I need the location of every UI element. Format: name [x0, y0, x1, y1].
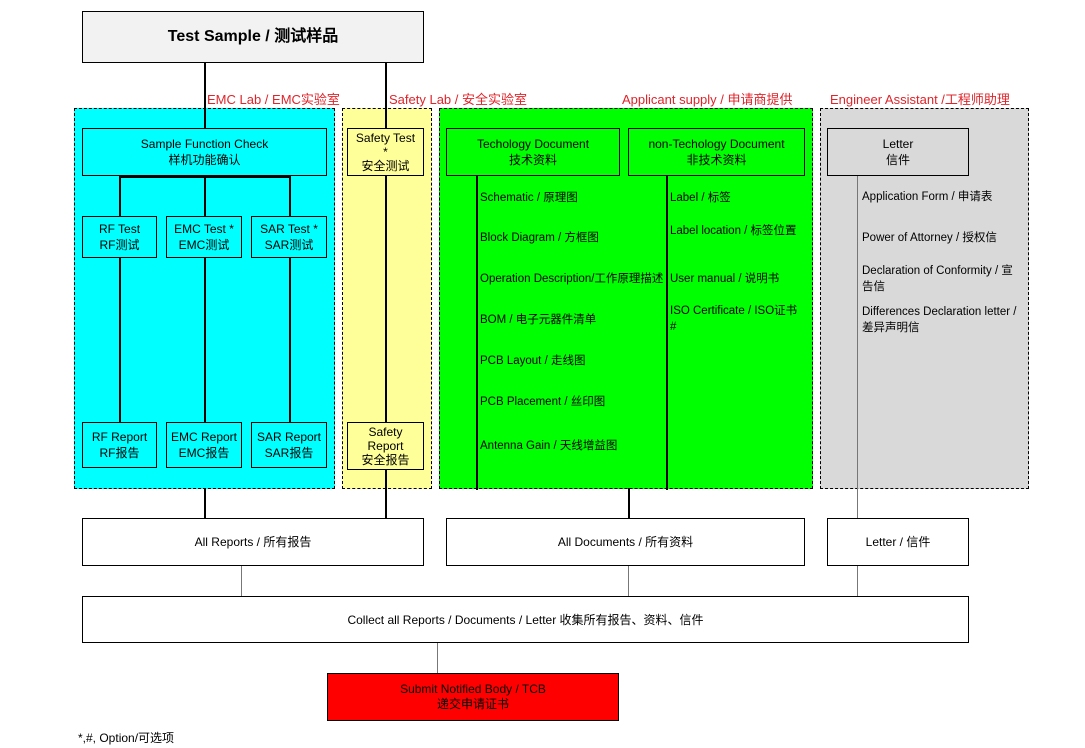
connector-line [628, 488, 630, 518]
tech-doc-item: Antenna Gain / 天线增益图 [480, 440, 618, 452]
box-label-cn: RF测试 [99, 238, 140, 252]
connector-line [204, 488, 206, 518]
engineer-assistant-title: Engineer Assistant /工程师助理 [830, 92, 1010, 107]
connector-line [666, 176, 668, 490]
connector-line [385, 468, 387, 518]
rf-test-box: RF Test RF测试 [82, 216, 157, 258]
letter-collect-box: Letter / 信件 [827, 518, 969, 566]
box-label-mark: * [383, 145, 388, 159]
connector-line [628, 566, 629, 596]
engineer-item: Differences Declaration letter / 差异声明信 [862, 306, 1017, 334]
box-label-cn: 信件 [885, 153, 910, 167]
box-label-cn: 安全测试 [361, 159, 410, 173]
all-documents-box: All Documents / 所有资料 [446, 518, 805, 566]
box-label: SAR Report [256, 430, 322, 444]
connector-line [385, 62, 387, 128]
box-label: EMC Test * [174, 222, 234, 236]
box-label-cn: EMC测试 [178, 238, 230, 252]
box-label: Report [367, 439, 404, 453]
box-label: Letter / 信件 [865, 535, 931, 549]
applicant-supply-title: Applicant supply / 申请商提供 [622, 92, 793, 107]
box-label: Safety Test [355, 131, 416, 145]
box-label: All Reports / 所有报告 [194, 535, 312, 549]
box-label-cn: 安全报告 [361, 453, 410, 467]
collect-all-box: Collect all Reports / Documents / Letter… [82, 596, 969, 643]
non-techology-document-box: non-Techology Document 非技术资料 [628, 128, 805, 176]
letter-box: Letter 信件 [827, 128, 969, 176]
tech-doc-item: Block Diagram / 方框图 [480, 232, 599, 244]
tech-doc-item: Schematic / 原理图 [480, 192, 578, 204]
connector-line [857, 176, 858, 518]
connector-line [857, 566, 858, 596]
sar-report-box: SAR Report SAR报告 [251, 422, 327, 468]
nontech-doc-item: Label location / 标签位置 [670, 225, 797, 237]
connector-line [119, 176, 121, 216]
engineer-item: Power of Attorney / 授权信 [862, 232, 997, 244]
connector-line [204, 258, 206, 422]
test-sample-box: Test Sample / 测试样品 [82, 11, 424, 63]
tech-doc-item: PCB Layout / 走线图 [480, 355, 586, 367]
sample-function-check-box: Sample Function Check 样机功能确认 [82, 128, 327, 176]
safety-lab-title: Safety Lab / 安全实验室 [389, 92, 527, 107]
safety-test-box: Safety Test * 安全测试 [347, 128, 424, 176]
submit-notified-body-box: Submit Notified Body / TCB 递交申请证书 [327, 673, 619, 721]
safety-report-box: Safety Report 安全报告 [347, 422, 424, 470]
box-label: RF Test [98, 222, 141, 236]
sar-test-box: SAR Test * SAR测试 [251, 216, 327, 258]
connector-line [289, 258, 291, 422]
connector-line [289, 176, 291, 216]
box-label-cn: SAR测试 [264, 238, 314, 252]
emc-lab-title: EMC Lab / EMC实验室 [207, 92, 340, 107]
box-label: Letter [882, 137, 914, 151]
box-label: Techology Document [476, 137, 590, 151]
emc-test-box: EMC Test * EMC测试 [166, 216, 242, 258]
test-sample-title: Test Sample / 测试样品 [167, 28, 339, 45]
rf-report-box: RF Report RF报告 [82, 422, 157, 468]
box-label: Collect all Reports / Documents / Letter… [347, 612, 704, 627]
box-label-cn: RF报告 [99, 446, 140, 460]
box-label: Submit Notified Body / TCB [400, 682, 546, 696]
box-label: non-Techology Document [648, 137, 785, 151]
emc-report-box: EMC Report EMC报告 [166, 422, 242, 468]
box-label: All Documents / 所有资料 [557, 535, 694, 549]
box-label: EMC Report [170, 430, 238, 444]
footnote: *,#, Option/可选项 [78, 731, 175, 745]
engineer-item: Application Form / 申请表 [862, 191, 993, 203]
box-label-cn: 技术资料 [508, 153, 557, 167]
box-label-cn: 样机功能确认 [168, 153, 241, 167]
box-label: RF Report [91, 430, 148, 444]
box-label-cn: SAR报告 [264, 446, 314, 460]
nontech-doc-item: ISO Certificate / ISO证书 # [670, 305, 798, 333]
box-label: Sample Function Check [140, 137, 269, 151]
connector-line [437, 643, 438, 673]
box-label-cn: 递交申请证书 [436, 697, 509, 711]
connector-line [204, 176, 206, 216]
connector-line [241, 566, 242, 596]
tech-doc-item: PCB Placement / 丝印图 [480, 396, 606, 408]
connector-line [476, 176, 478, 490]
connector-line [119, 176, 290, 178]
box-label-cn: EMC报告 [178, 446, 230, 460]
techology-document-box: Techology Document 技术资料 [446, 128, 620, 176]
nontech-doc-item: Label / 标签 [670, 192, 731, 204]
connector-line [119, 258, 121, 422]
connector-line [385, 176, 387, 422]
tech-doc-item: Operation Description/工作原理描述 [480, 273, 664, 285]
tech-doc-item: BOM / 电子元器件清单 [480, 314, 597, 326]
box-label: SAR Test * [260, 222, 318, 236]
box-label: Safety [368, 425, 403, 439]
connector-line [204, 62, 206, 128]
engineer-item: Declaration of Conformity / 宣告信 [862, 265, 1013, 293]
box-label-cn: 非技术资料 [686, 153, 747, 167]
all-reports-box: All Reports / 所有报告 [82, 518, 424, 566]
nontech-doc-item: User manual / 说明书 [670, 273, 780, 285]
